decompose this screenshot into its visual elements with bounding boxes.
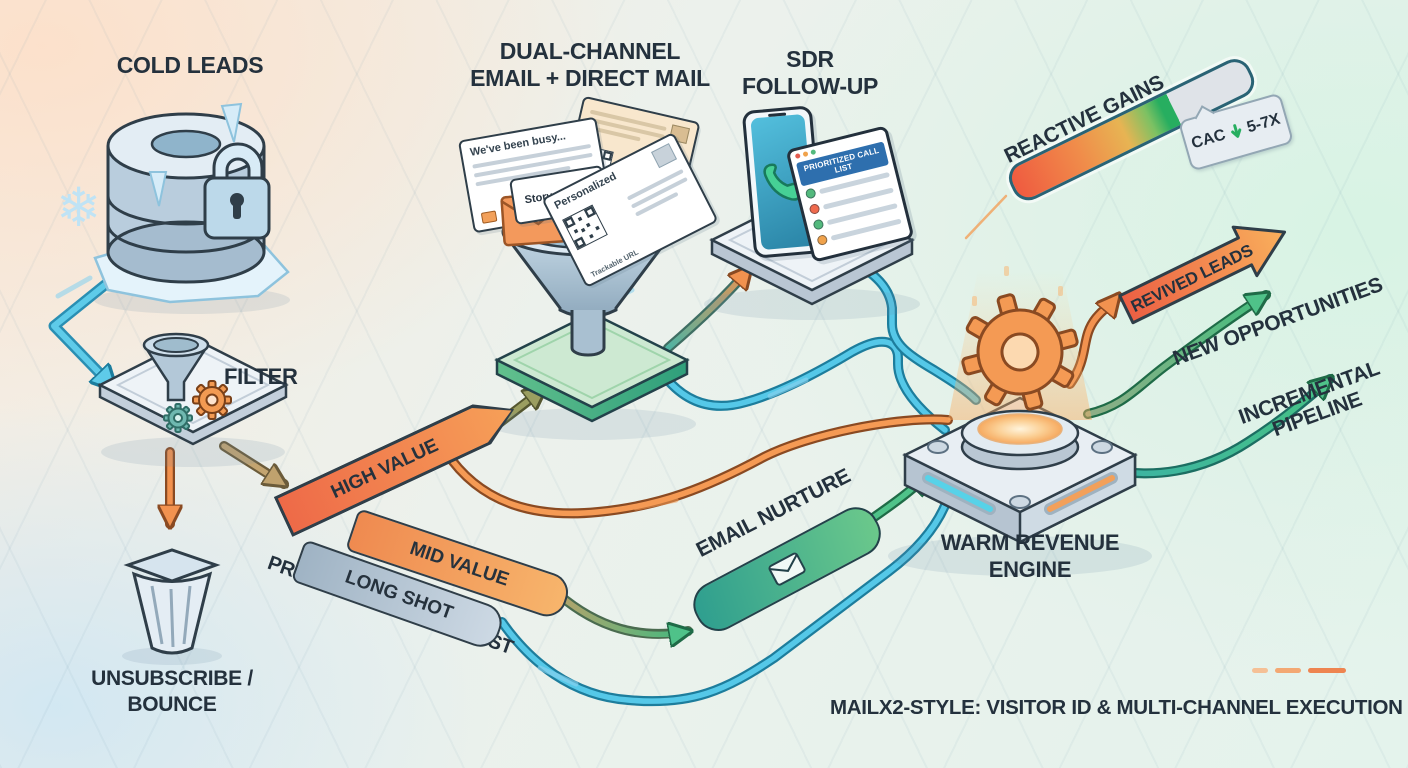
sdr-title: SDR FOLLOW-UP — [741, 46, 879, 100]
engine-label: WARM REVENUE ENGINE — [940, 530, 1120, 582]
frozen-database-icon — [93, 102, 290, 304]
cold-leads-label: COLD LEADS — [116, 52, 264, 78]
filter-funnel-icon — [142, 332, 210, 402]
trash-can-icon — [123, 548, 221, 655]
cac-badge: CAC 5-7X — [1177, 92, 1295, 172]
pipe-dualchannel-to-engine — [661, 336, 950, 435]
cac-value: 5-7X — [1244, 110, 1283, 137]
window-dot-red — [794, 152, 801, 160]
warm-revenue-engine-machine — [902, 266, 1138, 545]
window-dot-yellow — [802, 151, 809, 158]
pipe-directmail-to-engine — [441, 414, 953, 519]
qr-code-icon — [562, 204, 608, 251]
revived-leads-arrow — [1118, 225, 1287, 325]
unsubscribe-label: UNSUBSCRIBE / BOUNCE — [91, 667, 253, 717]
personalized-postcard: Personalized Trackable URL — [541, 131, 719, 289]
arrow-dualchannel-to-sdr — [663, 268, 750, 353]
footer-caption: MAILX2-STYLE: VISITOR ID & MULTI-CHANNEL… — [830, 696, 1403, 719]
filter-gear-orange-icon — [192, 380, 232, 420]
cac-metric: CAC — [1189, 126, 1228, 153]
dualchannel-platform — [494, 311, 690, 423]
arrow-engine-to-new-opportunities — [1083, 290, 1266, 419]
arrow-filter-to-revival-list — [219, 441, 284, 489]
filter-platform — [97, 336, 289, 446]
dual-channel-title: DUAL-CHANNEL EMAIL + DIRECT MAIL — [470, 38, 710, 92]
engine-gear-icon — [961, 293, 1079, 411]
cac-down-arrow-icon — [1231, 124, 1242, 138]
arrow-engine-to-incremental-pipeline — [1099, 379, 1330, 479]
arrow-engine-to-revived-leads — [1065, 297, 1118, 389]
pipe-sdr-to-engine — [843, 253, 981, 405]
filter-label: FILTER — [224, 364, 298, 389]
email-attachment-chip — [480, 210, 498, 224]
filter-gear-teal-icon — [163, 403, 193, 433]
footer-accent-dashes — [1252, 668, 1346, 673]
arrow-coldleads-to-filter — [48, 270, 122, 388]
window-dot-green — [810, 149, 817, 156]
email-nurture-pill — [685, 499, 889, 640]
envelope-icon — [768, 552, 806, 586]
stamp — [651, 143, 678, 169]
snowflake-icon: ❄ — [56, 178, 102, 238]
arrow-midvalue-to-nurture — [553, 589, 688, 634]
